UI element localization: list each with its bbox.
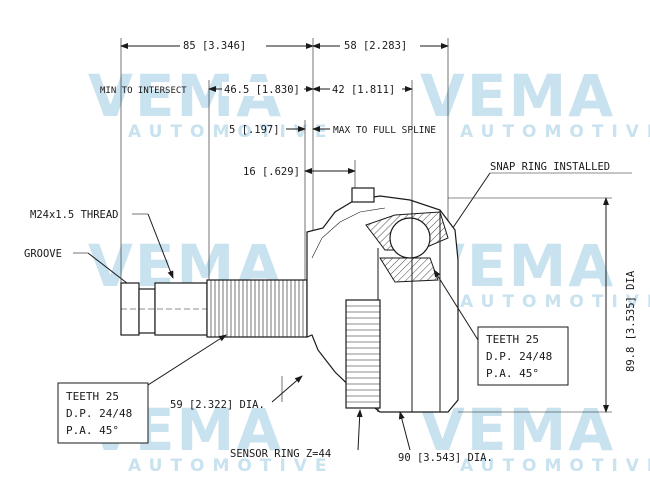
dim-5-label: 5 [.197] [229, 124, 280, 136]
spec-outer-pa: P.A. 45° [66, 424, 119, 437]
label-bg-46-5 [222, 82, 304, 96]
watermark-sub-mid-right: AUTOMOTIVE [460, 292, 650, 312]
ball-bearing [389, 217, 431, 259]
label-bg-58 [340, 38, 420, 52]
dim-42-label: 42 [1.811] [332, 84, 395, 96]
dim-16-label: 16 [.629] [243, 166, 300, 178]
min-to-intersect-label: MIN TO INTERSECT [100, 86, 187, 96]
dim-58-label: 58 [2.283] [344, 40, 407, 52]
dia-90-leader [398, 411, 411, 451]
spec-outer-dp: D.P. 24/48 [66, 407, 132, 420]
sensor-ring-leader [356, 409, 363, 451]
label-bg-42 [330, 82, 402, 96]
snap-ring-label: SNAP RING INSTALLED [490, 161, 610, 173]
thread-label: M24x1.5 THREAD [30, 209, 119, 221]
watermark-sub-bottom: AUTOMOTIVE [128, 456, 335, 476]
bell-lug [351, 187, 375, 203]
watermark-sub-top: AUTOMOTIVE [128, 122, 335, 142]
dim-85-label: 85 [3.346] [183, 40, 246, 52]
spec-outer-teeth: TEETH 25 [66, 390, 119, 403]
shaft-groove-section [138, 288, 156, 334]
spline-teeth [210, 280, 304, 337]
spec-inner-teeth: TEETH 25 [486, 333, 539, 346]
spec-inner-leader [433, 269, 479, 341]
watermark-sub-top-right: AUTOMOTIVE [460, 122, 650, 142]
thread-leader [147, 213, 174, 279]
watermark-sub-bottom-right: AUTOMOTIVE [460, 456, 650, 476]
max-to-full-spline-label: MAX TO FULL SPLINE [333, 125, 436, 136]
spec-inner-pa: P.A. 45° [486, 367, 539, 380]
groove-label: GROOVE [24, 248, 62, 260]
spec-outer-leader [147, 334, 227, 386]
sensor-ring-label: SENSOR RING Z=44 [230, 448, 331, 460]
dim-46-5-label: 46.5 [1.830] [224, 84, 300, 96]
dia-59-leader [271, 375, 303, 403]
dia-90-label: 90 [3.543] DIA. [398, 452, 493, 464]
watermark-logo-top-right: VEMA [420, 62, 616, 130]
spec-inner-dp: D.P. 24/48 [486, 350, 552, 363]
dia-89-8-label: 89.8 [3.535] DIA [625, 270, 637, 372]
dia-59-label: 59 [2.322] DIA. [170, 399, 265, 411]
bell-contour-inner [311, 207, 386, 259]
spec-box-inner [477, 326, 569, 386]
spec-box-outer [57, 382, 149, 444]
sensor-ring [345, 299, 381, 409]
label-bg-85 [180, 38, 266, 52]
shaft-spline-section [206, 279, 308, 338]
